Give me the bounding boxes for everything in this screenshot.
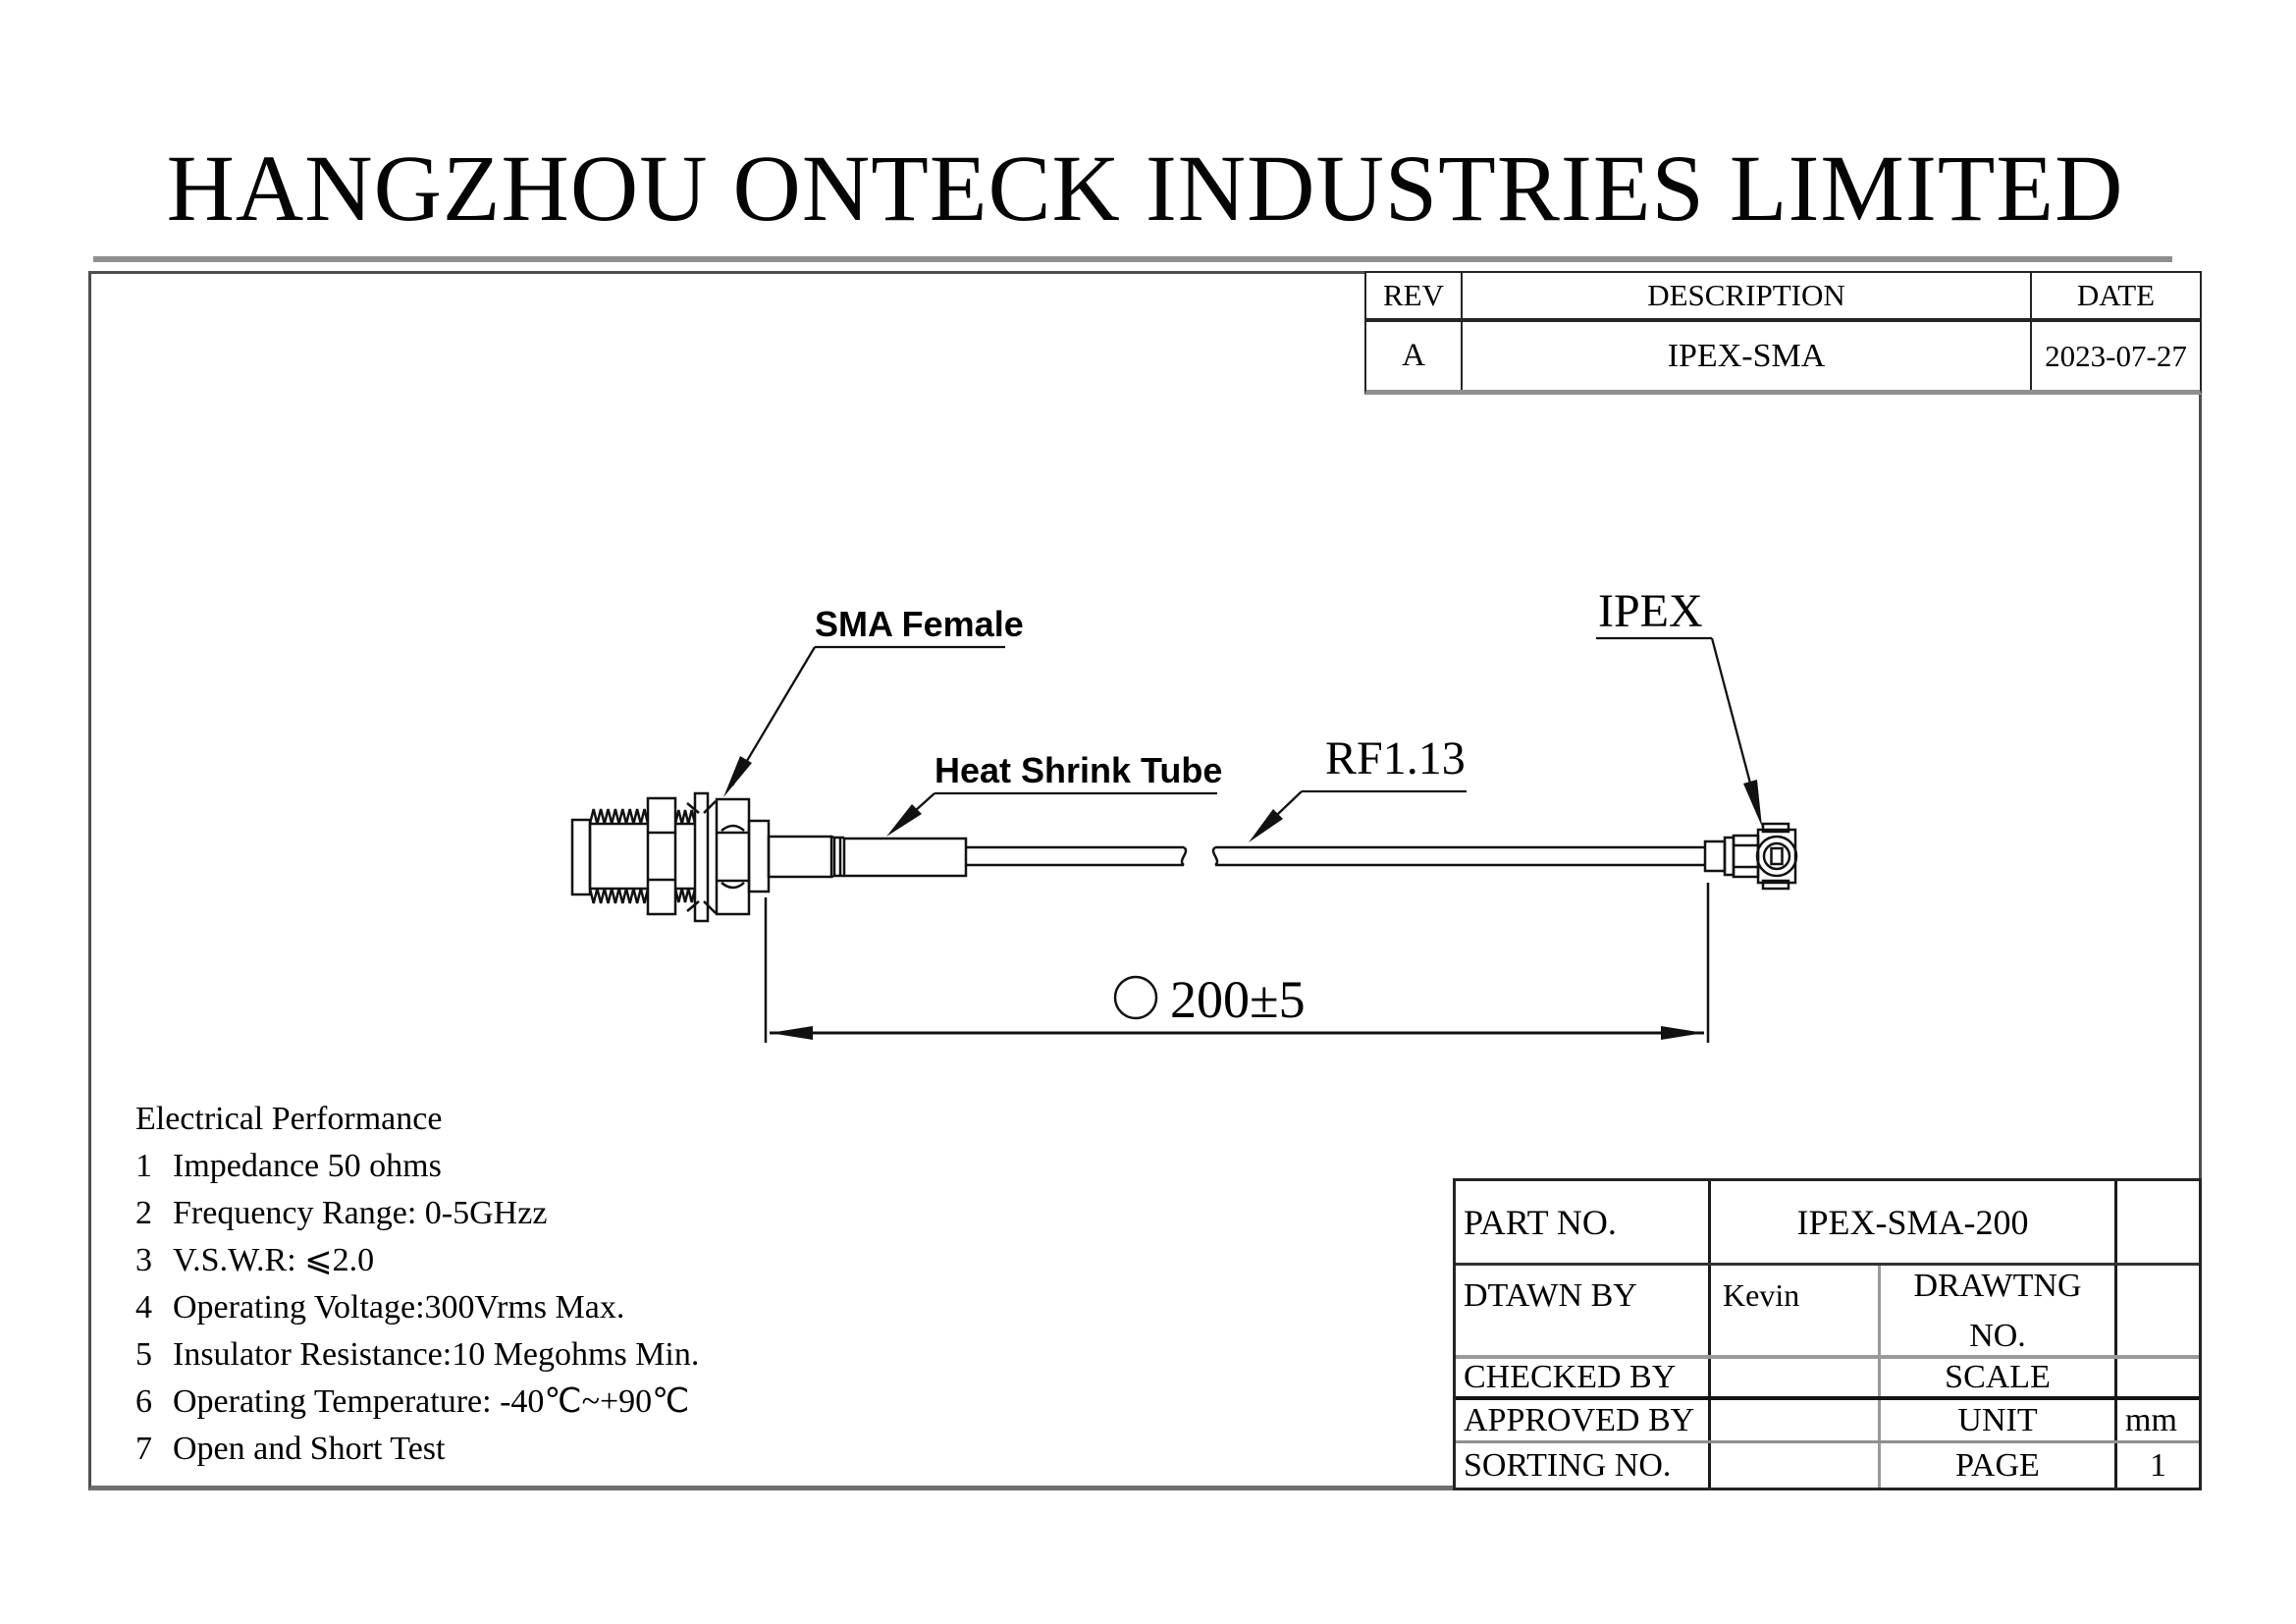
- electrical-performance-title: Electrical Performance: [135, 1101, 443, 1137]
- date-column-header: DATE: [2076, 278, 2156, 312]
- drawn-by-value: Kevin: [1711, 1266, 1881, 1355]
- ipex-label: IPEX: [1598, 585, 1703, 637]
- revision-table-row: A IPEX-SMA 2023-07-27: [1366, 322, 2200, 390]
- scale-value: [2117, 1359, 2199, 1396]
- revision-table-header-row: REV DESCRIPTION DATE: [1366, 273, 2200, 322]
- unit-label: UNIT: [1881, 1400, 2117, 1440]
- approved-by-row: APPROVED BY UNIT mm: [1456, 1400, 2199, 1443]
- sorting-no-row: SORTING NO. PAGE 1: [1456, 1443, 2199, 1488]
- company-title: HANGZHOU ONTECK INDUSTRIES LIMITED: [166, 135, 2124, 241]
- checked-by-label: CHECKED BY: [1456, 1359, 1711, 1396]
- rev-value: A: [1366, 322, 1463, 390]
- scale-label: SCALE: [1881, 1359, 2117, 1396]
- page-value: 1: [2150, 1446, 2166, 1484]
- checked-by-row: CHECKED BY SCALE: [1456, 1359, 2199, 1400]
- length-dimension-text: 200±5: [1170, 970, 1306, 1029]
- dimension-annotation: [764, 883, 1710, 1043]
- sorting-no-value: [1711, 1443, 1881, 1488]
- leader-lines: [731, 636, 1760, 834]
- sma-female-label: SMA Female: [815, 604, 1024, 644]
- sma-connector-drawing: [570, 791, 844, 923]
- ipex-connector-drawing: [1703, 822, 1798, 891]
- date-value: 2023-07-27: [2045, 338, 2187, 373]
- title-underline: [93, 256, 2172, 262]
- heat-shrink-drawing: [842, 837, 968, 878]
- empty-cell: [2117, 1181, 2199, 1263]
- checked-by-value: [1711, 1359, 1881, 1396]
- drawing-no-label: DRAWTNG NO.: [1881, 1266, 2117, 1355]
- cable-drawing: [966, 845, 1705, 867]
- empty-cell: [2117, 1266, 2199, 1355]
- description-column-header: DESCRIPTION: [1463, 273, 2032, 318]
- drawn-by-row: DTAWN BY Kevin DRAWTNG NO.: [1456, 1266, 2199, 1359]
- part-no-value: IPEX-SMA-200: [1711, 1181, 2117, 1263]
- rev-column-header: REV: [1366, 273, 1463, 318]
- approved-by-value: [1711, 1400, 1881, 1440]
- page-label: PAGE: [1881, 1443, 2117, 1488]
- cable-type-label: RF1.13: [1325, 732, 1466, 785]
- heat-shrink-tube-label: Heat Shrink Tube: [934, 750, 1222, 790]
- unit-value: mm: [2125, 1401, 2177, 1438]
- revision-table: REV DESCRIPTION DATE A IPEX-SMA 2023-07-…: [1364, 271, 2202, 395]
- drawn-by-label: DTAWN BY: [1456, 1266, 1711, 1355]
- part-no-label: PART NO.: [1456, 1181, 1711, 1263]
- description-value: IPEX-SMA: [1463, 322, 2032, 390]
- part-no-row: PART NO. IPEX-SMA-200: [1456, 1181, 2199, 1266]
- arrowheads: [723, 756, 1762, 1040]
- drawing-frame: [88, 271, 2202, 1490]
- sorting-no-label: SORTING NO.: [1456, 1443, 1711, 1488]
- approved-by-label: APPROVED BY: [1456, 1400, 1711, 1440]
- title-block-table: PART NO. IPEX-SMA-200 DTAWN BY Kevin DRA…: [1453, 1178, 2202, 1490]
